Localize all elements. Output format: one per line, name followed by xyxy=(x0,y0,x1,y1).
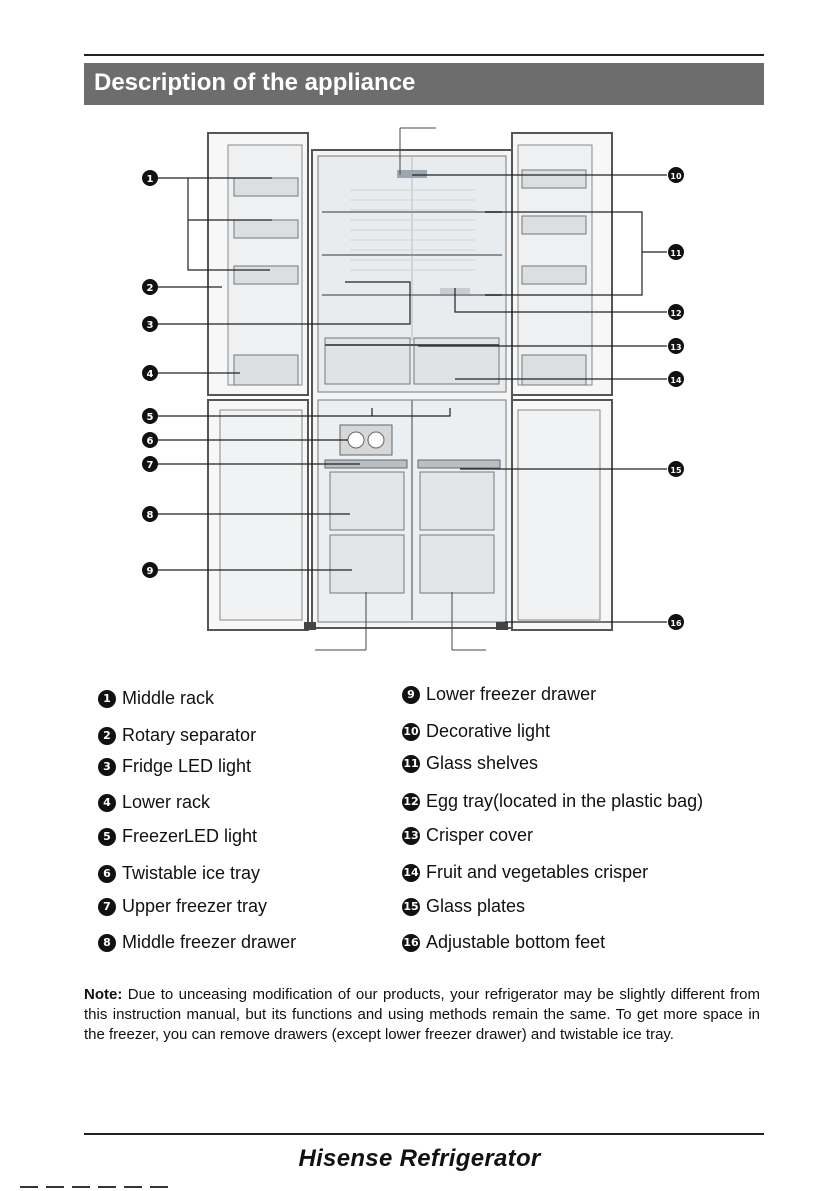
right-upper-door xyxy=(512,133,612,395)
lower-drawer-left xyxy=(330,535,404,593)
number-badge: 8 xyxy=(98,934,116,952)
foot-left xyxy=(304,622,316,630)
legend-item-3: 3 Fridge LED light xyxy=(98,756,251,777)
svg-text:11: 11 xyxy=(670,249,682,258)
legend-item-9: 9 Lower freezer drawer xyxy=(402,684,596,705)
callout-13: 13 xyxy=(668,338,684,354)
callout-12: 12 xyxy=(668,304,684,320)
legend-label: Fruit and vegetables crisper xyxy=(426,862,648,883)
note-label: Note: xyxy=(84,986,122,1003)
legend-label: Upper freezer tray xyxy=(122,896,267,917)
number-badge: 1 xyxy=(98,690,116,708)
footer-brand: Hisense Refrigerator xyxy=(0,1145,839,1173)
right-lower-door xyxy=(512,400,612,630)
legend-label: Twistable ice tray xyxy=(122,863,260,884)
legend-label: Adjustable bottom feet xyxy=(426,932,605,953)
svg-text:2: 2 xyxy=(147,283,154,294)
legend-item-10: 10 Decorative light xyxy=(402,721,550,742)
callout-10: 10 xyxy=(668,167,684,183)
legend-item-6: 6 Twistable ice tray xyxy=(98,863,260,884)
legend-label: Crisper cover xyxy=(426,825,533,846)
legend-item-15: 15 Glass plates xyxy=(402,896,525,917)
legend-label: Decorative light xyxy=(426,721,550,742)
svg-text:13: 13 xyxy=(670,343,681,352)
number-badge: 5 xyxy=(98,828,116,846)
number-badge: 15 xyxy=(402,898,420,916)
legend-label: FreezerLED light xyxy=(122,826,257,847)
upper-freezer-tray-right xyxy=(418,460,500,468)
callout-3: 3 xyxy=(142,316,158,332)
svg-text:9: 9 xyxy=(147,566,154,577)
callout-11: 11 xyxy=(668,244,684,260)
note-text: Due to unceasing modification of our pro… xyxy=(84,986,760,1043)
number-badge: 14 xyxy=(402,864,420,882)
legend-label: Rotary separator xyxy=(122,725,256,746)
number-badge: 3 xyxy=(98,758,116,776)
middle-drawer-right xyxy=(420,472,494,530)
number-badge: 16 xyxy=(402,934,420,952)
legend-item-13: 13 Crisper cover xyxy=(402,825,533,846)
legend-label: Glass shelves xyxy=(426,753,538,774)
legend-label: Middle freezer drawer xyxy=(122,932,296,953)
legend-label: Fridge LED light xyxy=(122,756,251,777)
callout-15: 15 xyxy=(668,461,684,477)
legend-item-2: 2 Rotary separator xyxy=(98,725,256,746)
svg-text:10: 10 xyxy=(670,172,682,181)
bottom-rule xyxy=(84,1133,764,1135)
callout-5: 5 xyxy=(142,408,158,424)
callout-4: 4 xyxy=(142,365,158,381)
legend-label: Lower rack xyxy=(122,792,210,813)
legend-label: Middle rack xyxy=(122,688,214,709)
decorative-light xyxy=(397,170,427,178)
number-badge: 6 xyxy=(98,865,116,883)
callout-9: 9 xyxy=(142,562,158,578)
legend-label: Egg tray(located in the plastic bag) xyxy=(426,791,703,812)
svg-text:4: 4 xyxy=(147,369,154,380)
legend-item-8: 8 Middle freezer drawer xyxy=(98,932,296,953)
number-badge: 13 xyxy=(402,827,420,845)
callout-7: 7 xyxy=(142,456,158,472)
legend-item-5: 5 FreezerLED light xyxy=(98,826,257,847)
legend-item-1: 1 Middle rack xyxy=(98,688,214,709)
left-lower-door xyxy=(208,400,308,630)
left-upper-door xyxy=(208,133,308,395)
legend-item-11: 11 Glass shelves xyxy=(402,753,538,774)
legend-item-7: 7 Upper freezer tray xyxy=(98,896,267,917)
svg-text:6: 6 xyxy=(147,436,154,447)
note-paragraph: Note: Due to unceasing modification of o… xyxy=(84,985,760,1045)
number-badge: 9 xyxy=(402,686,420,704)
legend-label: Lower freezer drawer xyxy=(426,684,596,705)
legend-item-14: 14 Fruit and vegetables crisper xyxy=(402,862,648,883)
middle-drawer-left xyxy=(330,472,404,530)
callout-1: 1 xyxy=(142,170,158,186)
svg-text:12: 12 xyxy=(670,309,681,318)
appliance-diagram: 1 2 3 4 5 6 7 8 9 10 11 12 13 14 15 16 xyxy=(0,0,839,680)
legend-item-4: 4 Lower rack xyxy=(98,792,210,813)
callout-2: 2 xyxy=(142,279,158,295)
callout-14: 14 xyxy=(668,371,684,387)
number-badge: 10 xyxy=(402,723,420,741)
callout-6: 6 xyxy=(142,432,158,448)
svg-text:7: 7 xyxy=(147,460,154,471)
svg-text:3: 3 xyxy=(147,320,154,331)
legend-item-12: 12 Egg tray(located in the plastic bag) xyxy=(402,791,703,812)
number-badge: 11 xyxy=(402,755,420,773)
callout-8: 8 xyxy=(142,506,158,522)
lower-drawer-right xyxy=(420,535,494,593)
number-badge: 4 xyxy=(98,794,116,812)
svg-text:16: 16 xyxy=(670,619,682,628)
svg-text:1: 1 xyxy=(147,174,154,185)
number-badge: 7 xyxy=(98,898,116,916)
svg-text:8: 8 xyxy=(147,510,154,521)
callout-16: 16 xyxy=(668,614,684,630)
svg-text:15: 15 xyxy=(670,466,682,475)
legend-label: Glass plates xyxy=(426,896,525,917)
legend-item-16: 16 Adjustable bottom feet xyxy=(402,932,605,953)
number-badge: 2 xyxy=(98,727,116,745)
foot-right xyxy=(496,622,508,630)
svg-text:14: 14 xyxy=(670,376,682,385)
svg-text:5: 5 xyxy=(147,412,154,423)
crop-mark xyxy=(20,1186,170,1188)
number-badge: 12 xyxy=(402,793,420,811)
